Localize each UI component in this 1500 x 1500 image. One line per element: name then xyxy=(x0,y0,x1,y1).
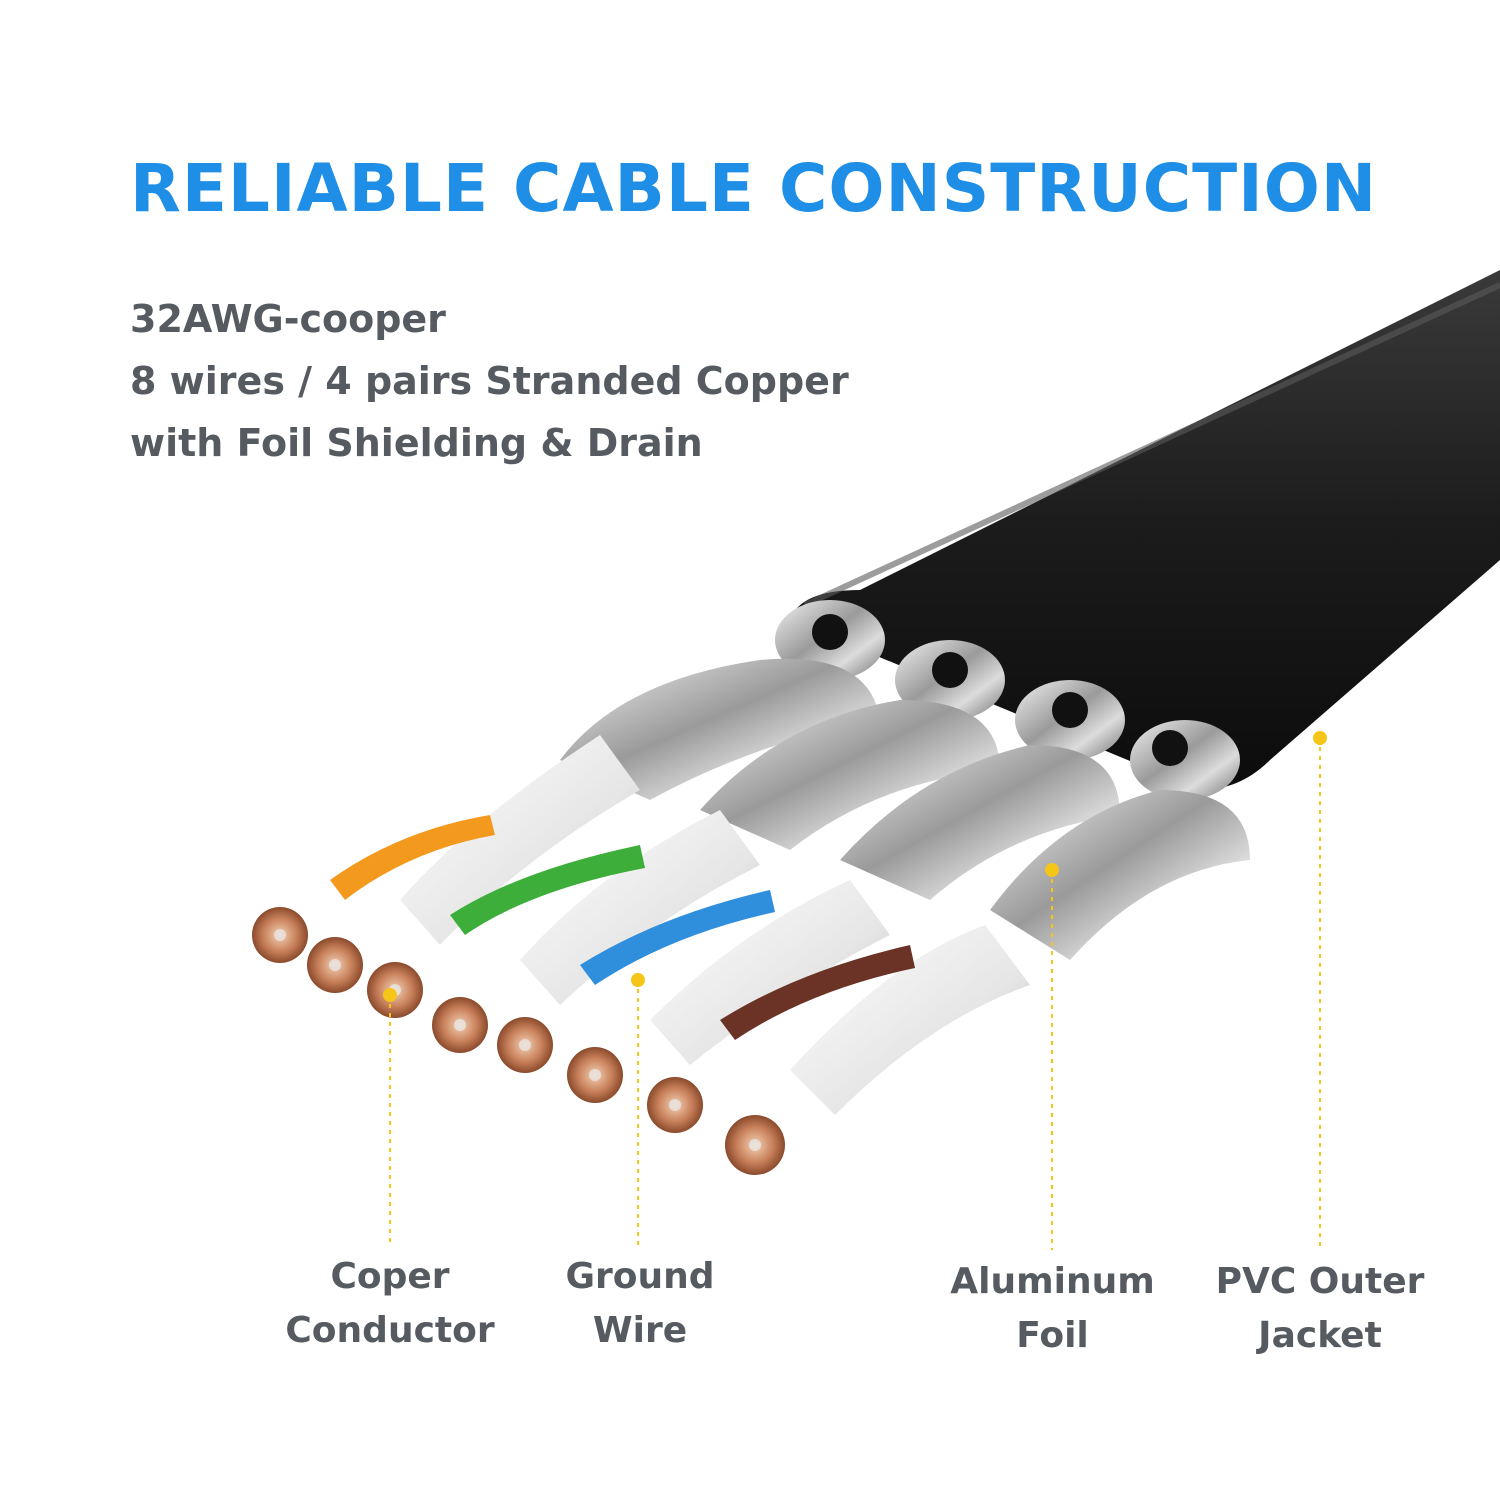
callout-line: Coper xyxy=(330,1256,450,1297)
page-title: RELIABLE CABLE CONSTRUCTION xyxy=(130,150,1378,227)
white-wires xyxy=(400,735,1030,1115)
callout-markers xyxy=(389,738,1321,1250)
callout-line: Aluminum xyxy=(950,1261,1155,1302)
callout-line: Ground xyxy=(565,1256,715,1297)
callout-line: Wire xyxy=(592,1310,688,1351)
callout-ground-wire: Ground Wire xyxy=(540,1250,740,1358)
copper-conductors xyxy=(252,907,785,1175)
spec-line: 8 wires / 4 pairs Stranded Copper xyxy=(130,359,849,403)
callout-line: Jacket xyxy=(1258,1315,1382,1356)
marker-dots xyxy=(383,731,1327,1002)
callout-line: Conductor xyxy=(285,1310,495,1351)
foil-shields xyxy=(560,600,1250,960)
callout-line: Foil xyxy=(1016,1315,1089,1356)
callout-copper-conductor: Coper Conductor xyxy=(280,1250,500,1358)
spec-list: 32AWG-cooper 8 wires / 4 pairs Stranded … xyxy=(130,288,1030,474)
callout-aluminum-foil: Aluminum Foil xyxy=(930,1255,1175,1363)
spec-line: 32AWG-cooper xyxy=(130,297,446,341)
spec-line: with Foil Shielding & Drain xyxy=(130,421,703,465)
callout-pvc-jacket: PVC Outer Jacket xyxy=(1200,1255,1440,1363)
colored-wires xyxy=(330,815,915,1040)
callout-line: PVC Outer xyxy=(1215,1261,1425,1302)
